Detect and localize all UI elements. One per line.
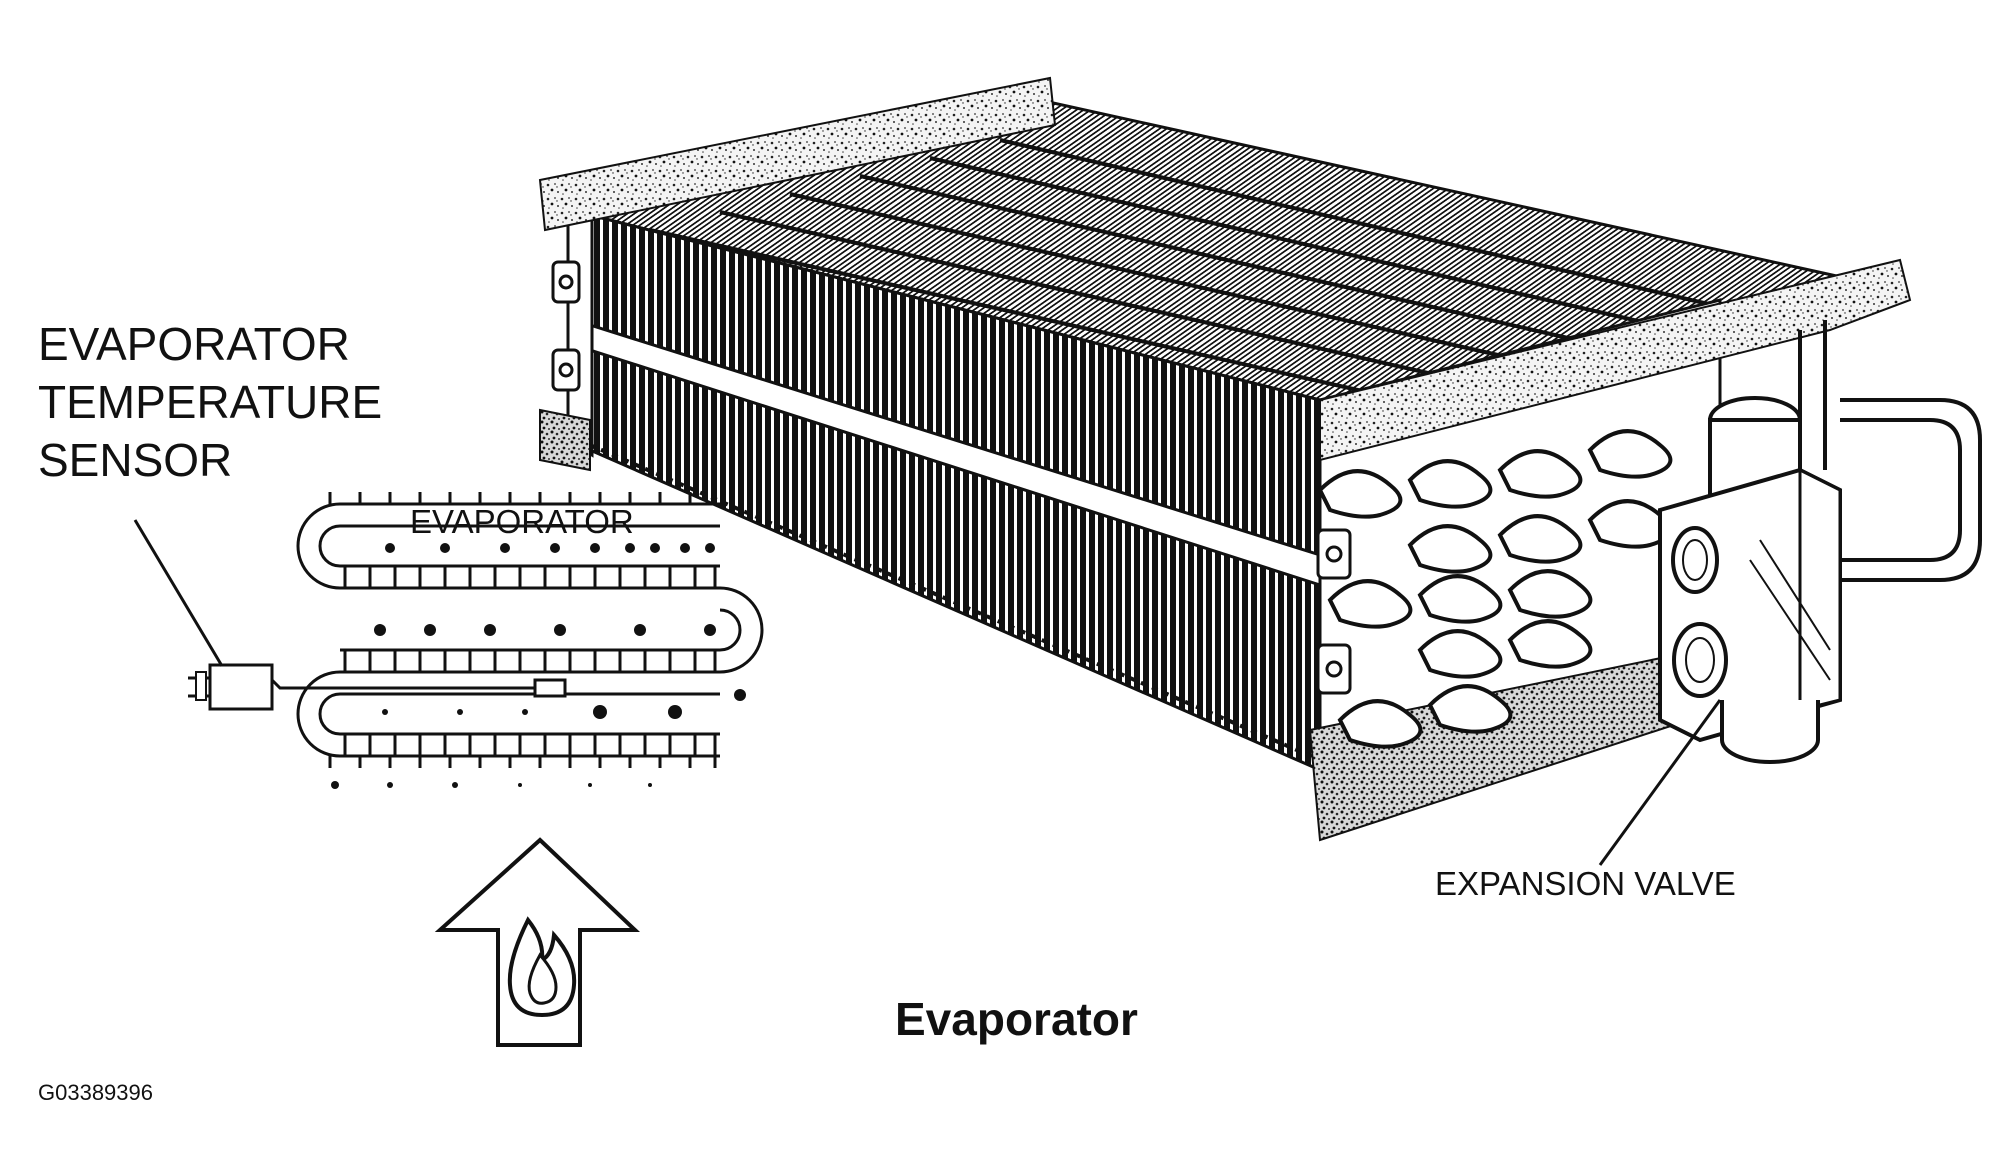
top-tube-stripes — [649, 138, 1731, 397]
evaporator-core-illustration — [538, 76, 1982, 842]
sensor-label-line2: TEMPERATURE — [38, 376, 382, 428]
sensor-label-line1: EVAPORATOR — [38, 318, 350, 370]
expansion-valve-leader — [1598, 699, 1722, 866]
refrigerant-droplets — [331, 543, 746, 789]
figure-code: G03389396 — [38, 1080, 153, 1105]
left-tab-lower — [551, 348, 581, 392]
side-tab-lower — [1316, 643, 1352, 695]
schematic-inner-fins — [343, 566, 717, 756]
serpentine-tube — [296, 502, 720, 590]
foam-pad-top-right — [1319, 258, 1912, 462]
u-bend-tubes — [1317, 429, 1673, 749]
evaporator-schematic-label: EVAPORATOR — [410, 503, 634, 540]
foam-pad-bottom-left — [539, 408, 591, 472]
foam-pad-top-left — [538, 76, 1057, 232]
serpentine-tube-middle — [340, 586, 764, 674]
evaporator-schematic — [296, 492, 764, 789]
side-tab-upper — [1316, 528, 1352, 580]
temperature-sensor-element — [533, 678, 567, 698]
sensor-label-line3: SENSOR — [38, 434, 232, 486]
left-tab-upper — [551, 260, 581, 304]
figure-title: Evaporator — [895, 993, 1138, 1045]
sensor-connector-icon — [188, 663, 535, 711]
schematic-fins — [328, 492, 717, 768]
up-arrow-with-flame-icon — [434, 837, 641, 1047]
sensor-leader — [133, 519, 224, 667]
expansion-valve-label: EXPANSION VALVE — [1435, 865, 1736, 902]
expansion-valve-illustration — [1658, 396, 1842, 764]
